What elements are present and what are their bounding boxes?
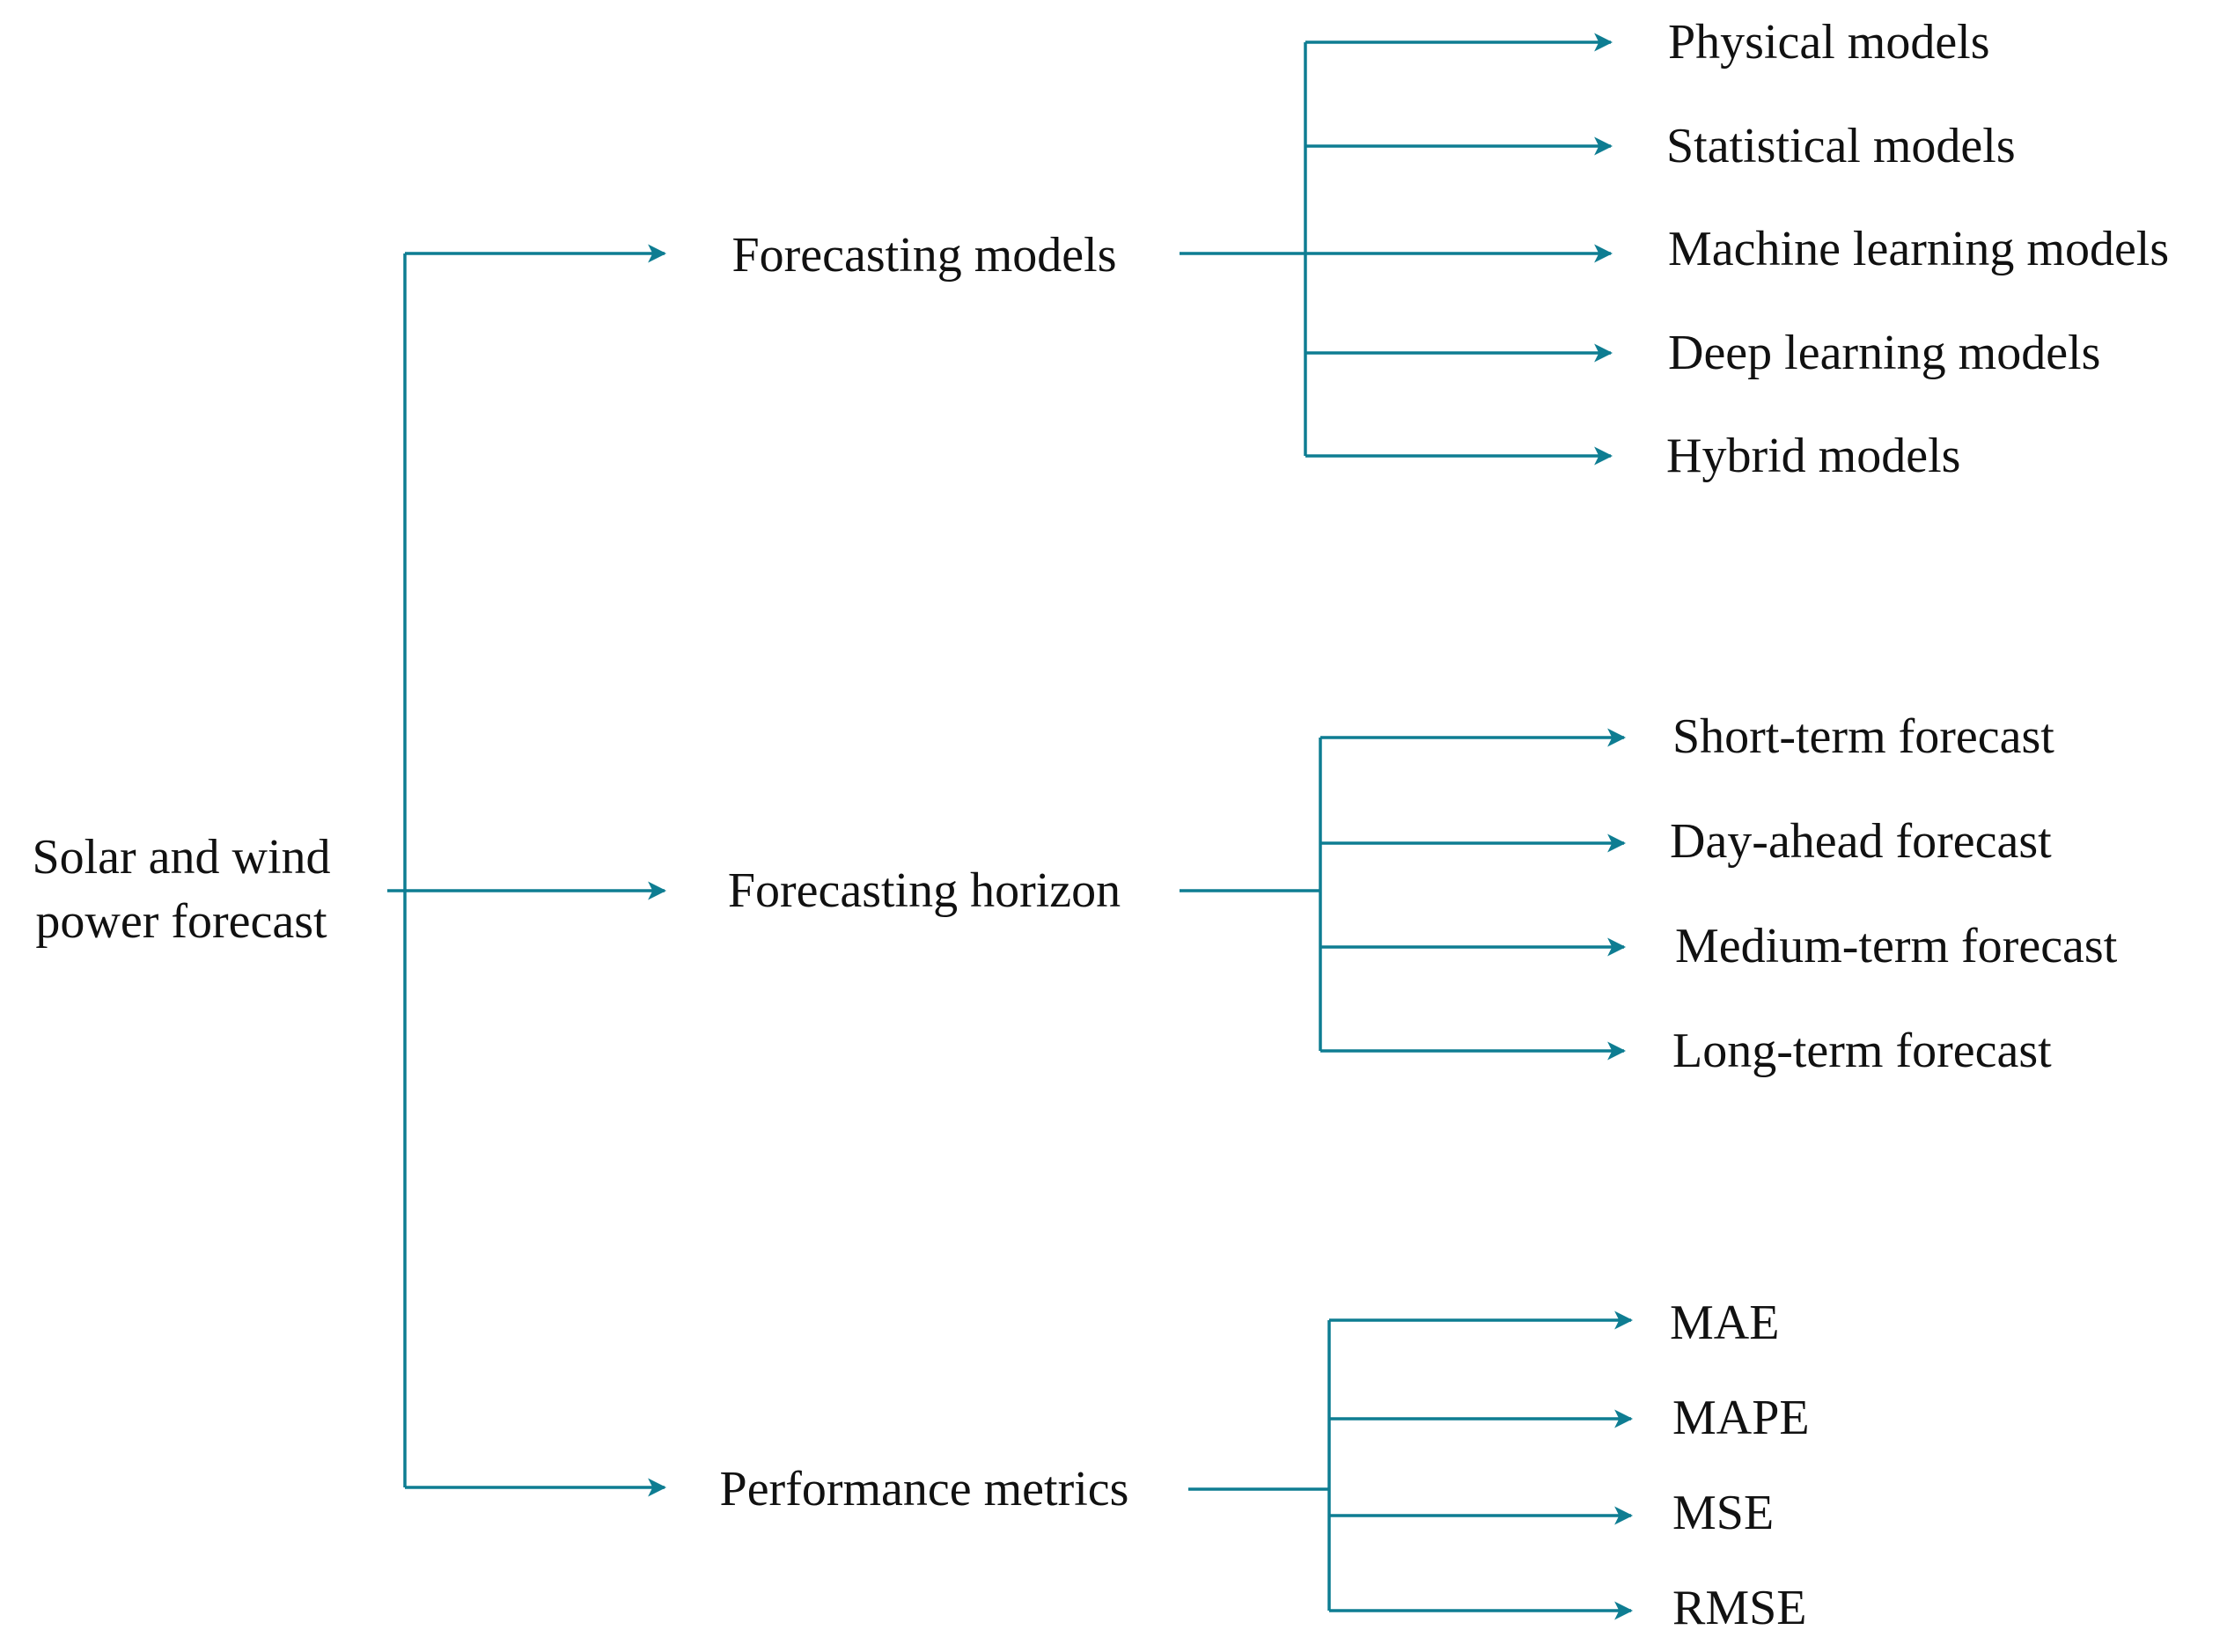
item-long-term-forecast: Long-term forecast (1672, 1024, 2052, 1078)
item-physical-models: Physical models (1668, 15, 1990, 70)
item-deep-learning-models: Deep learning models (1668, 326, 2101, 380)
item-mse: MSE (1672, 1486, 1775, 1540)
item-statistical-models: Statistical models (1666, 119, 2016, 173)
item-mae: MAE (1670, 1296, 1780, 1350)
root-label-line2: power forecast (35, 894, 327, 949)
item-mape: MAPE (1672, 1391, 1810, 1445)
category-performance-metrics: Performance metrics (719, 1462, 1129, 1516)
category-forecasting-models: Forecasting models (731, 228, 1117, 283)
item-medium-term-forecast: Medium-term forecast (1675, 919, 2118, 973)
root-label-line1: Solar and wind (32, 830, 331, 885)
item-short-term-forecast: Short-term forecast (1672, 709, 2054, 764)
category-forecasting-horizon: Forecasting horizon (727, 863, 1121, 918)
item-rmse: RMSE (1672, 1581, 1807, 1635)
item-hybrid-models: Hybrid models (1666, 429, 1961, 483)
item-machine-learning-models: Machine learning models (1668, 222, 2170, 276)
root-node: Solar and wind power forecast (7, 826, 356, 954)
connectors (387, 33, 1634, 1620)
item-day-ahead-forecast: Day-ahead forecast (1670, 814, 2052, 869)
